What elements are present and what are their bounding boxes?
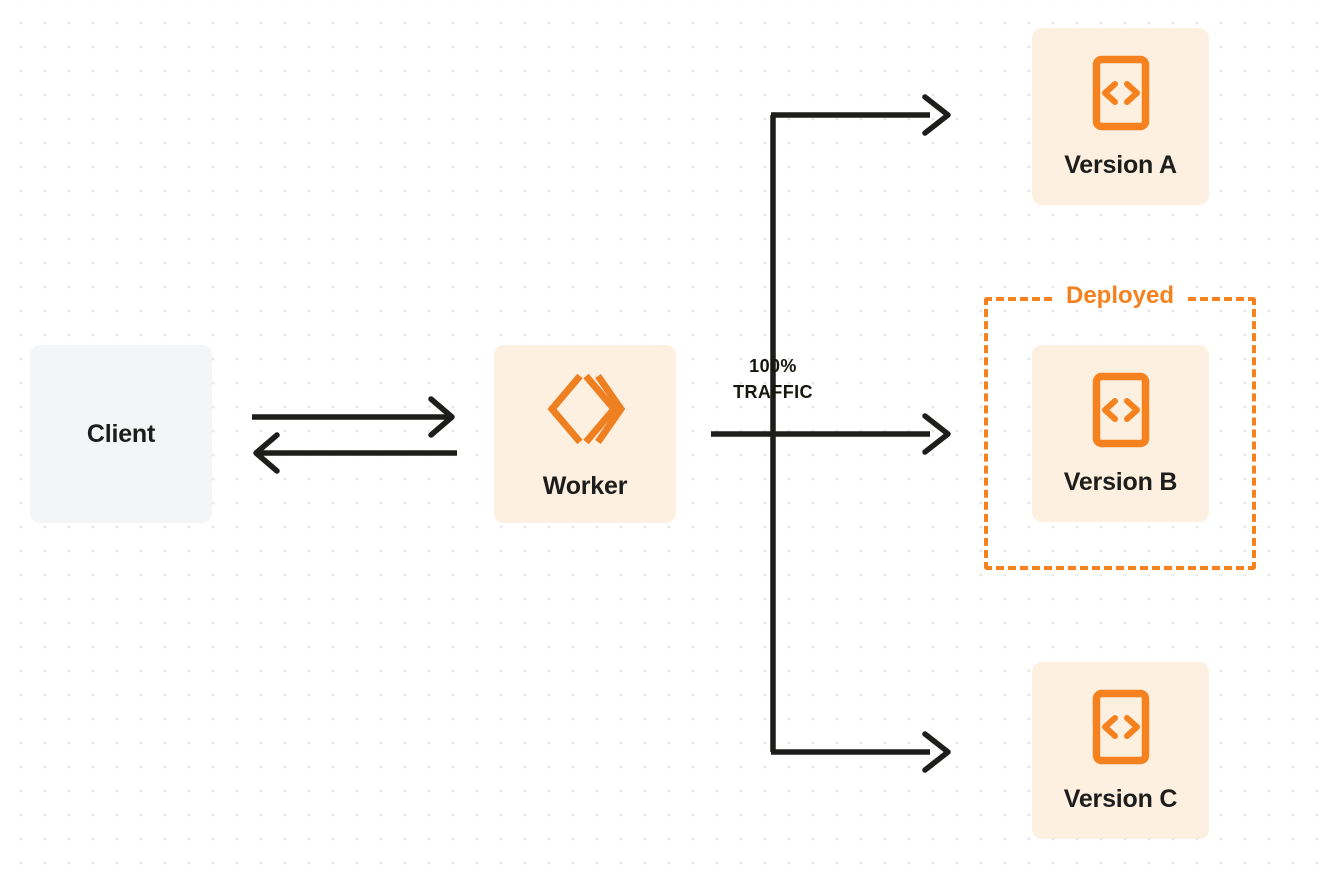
edge-worker-to-client	[253, 432, 457, 474]
code-file-icon	[1092, 689, 1150, 765]
code-file-icon	[1092, 372, 1150, 448]
version-c-label: Version C	[1063, 785, 1178, 813]
node-worker[interactable]: Worker	[494, 345, 676, 523]
node-client[interactable]: Client	[30, 345, 212, 523]
node-version-c[interactable]: Version C	[1032, 662, 1209, 839]
edge-trunk-to-version-b	[922, 413, 951, 455]
edge-trunk-to-version-a	[771, 94, 951, 136]
worker-label: Worker	[542, 471, 628, 500]
traffic-label: 100% TRAFFIC	[733, 353, 813, 405]
client-label: Client	[86, 419, 156, 448]
traffic-word: TRAFFIC	[733, 382, 813, 403]
edge-client-to-worker	[252, 396, 455, 438]
edge-trunk-to-version-c	[771, 731, 951, 773]
traffic-percent: 100%	[749, 356, 797, 376]
edge-worker-trunk	[711, 115, 930, 752]
deployed-badge: Deployed	[1053, 284, 1187, 308]
node-version-a[interactable]: Version A	[1032, 28, 1209, 205]
cloudflare-workers-logo-icon	[545, 370, 626, 448]
code-file-icon	[1092, 55, 1150, 131]
version-b-label: Version B	[1063, 468, 1178, 496]
deployed-group-box: Deployed	[984, 284, 1256, 570]
version-a-label: Version A	[1064, 151, 1177, 179]
node-version-b[interactable]: Version B	[1032, 345, 1209, 522]
